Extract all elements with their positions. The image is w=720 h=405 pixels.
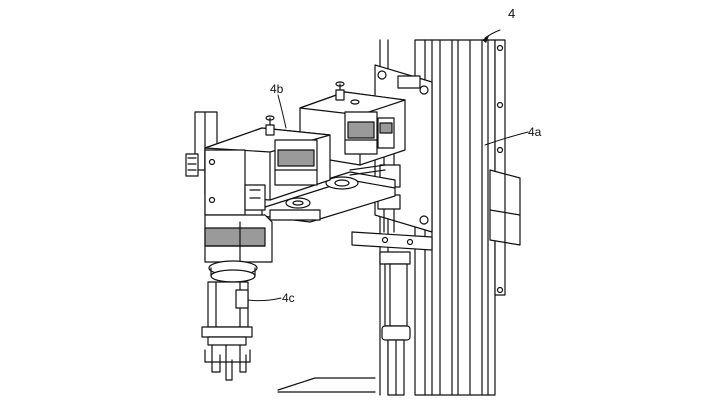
label-arm: 4b <box>270 82 284 96</box>
leader-4c <box>247 297 282 302</box>
label-main: 4 <box>508 6 515 21</box>
lower-drive <box>204 214 273 283</box>
lift-cylinder <box>351 149 433 396</box>
label-rail: 4a <box>528 125 542 139</box>
leader-4a <box>484 131 529 146</box>
base-plate <box>277 377 376 393</box>
label-gripper: 4c <box>282 291 295 305</box>
right-motor-module <box>299 81 406 166</box>
gripper <box>201 281 253 381</box>
left-motor-module <box>185 111 331 216</box>
leader-lines <box>247 29 529 302</box>
leader-4b <box>277 94 287 129</box>
leader-4 <box>484 29 501 39</box>
